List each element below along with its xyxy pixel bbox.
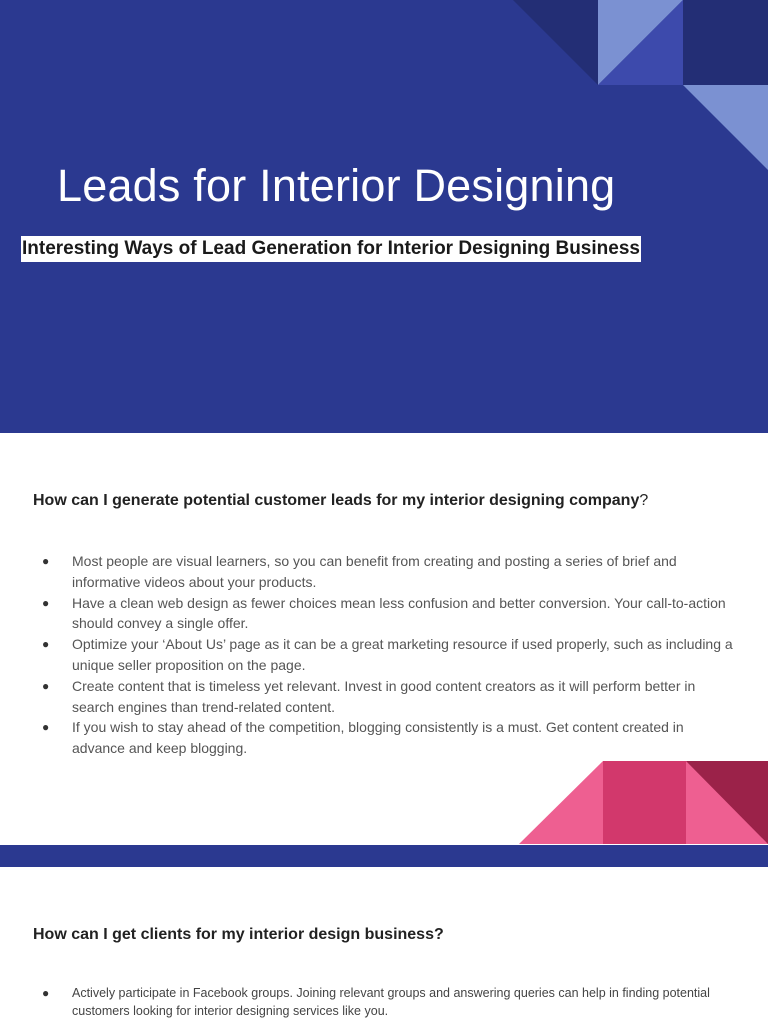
bullet-dot: ● xyxy=(42,595,50,610)
list-item-text: Most people are visual learners, so you … xyxy=(72,553,677,590)
slide-heading-text: How can I generate potential customer le… xyxy=(33,492,640,509)
bullet-list: ● Most people are visual learners, so you… xyxy=(40,551,740,759)
bullet-dot: ● xyxy=(42,986,50,1000)
content-slide-leads: How can I generate potential customer le… xyxy=(0,433,768,845)
bullet-dot: ● xyxy=(42,678,50,693)
bullet-dot: ● xyxy=(42,720,50,735)
slide-divider xyxy=(0,845,768,867)
list-item-text: Create content that is timeless yet rele… xyxy=(72,677,696,715)
bullet-dot: ● xyxy=(42,637,50,652)
bullet-dot: ● xyxy=(42,554,50,568)
deco-mid-triangle xyxy=(598,0,683,85)
deco-dark-square xyxy=(683,0,768,85)
content-slide-decoration xyxy=(519,761,768,844)
presentation-title: Leads for Interior Designing xyxy=(57,160,616,211)
content-slide-clients: How can I get clients for my interior de… xyxy=(0,867,768,1024)
list-item-text: Actively participate in Facebook groups.… xyxy=(72,986,710,1018)
list-item: ● If you wish to stay ahead of the compet… xyxy=(40,717,740,759)
title-slide-decoration xyxy=(513,0,768,170)
list-item: ● Most people are visual learners, so you… xyxy=(40,551,740,593)
list-item-text: Optimize your ‘About Us’ page as it can … xyxy=(72,636,733,673)
list-item: ● Actively participate in Facebook groups… xyxy=(40,984,740,1020)
title-slide: Leads for Interior Designing Interesting… xyxy=(0,0,768,433)
presentation-subtitle: Interesting Ways of Lead Generation for … xyxy=(21,236,641,262)
list-item-text: Have a clean web design as fewer choices… xyxy=(72,594,726,632)
slide-heading: How can I get clients for my interior de… xyxy=(33,926,444,943)
deco-lower-triangle xyxy=(683,85,768,170)
list-item: ● Create content that is timeless yet rel… xyxy=(40,676,740,718)
slide-heading-question-mark: ? xyxy=(639,492,649,509)
slide-heading: How can I generate potential customer le… xyxy=(33,492,648,510)
deco-dark-triangle xyxy=(513,0,598,85)
deco-pink-left-triangle xyxy=(519,761,603,844)
deco-pink-right-triangle xyxy=(686,761,768,844)
deco-pink-square xyxy=(603,761,686,844)
list-item: ● Have a clean web design as fewer choice… xyxy=(40,593,740,635)
list-item: ● Optimize your ‘About Us’ page as it can… xyxy=(40,634,740,676)
bullet-list: ● Actively participate in Facebook groups… xyxy=(40,984,740,1020)
list-item-text: If you wish to stay ahead of the competi… xyxy=(72,719,684,757)
